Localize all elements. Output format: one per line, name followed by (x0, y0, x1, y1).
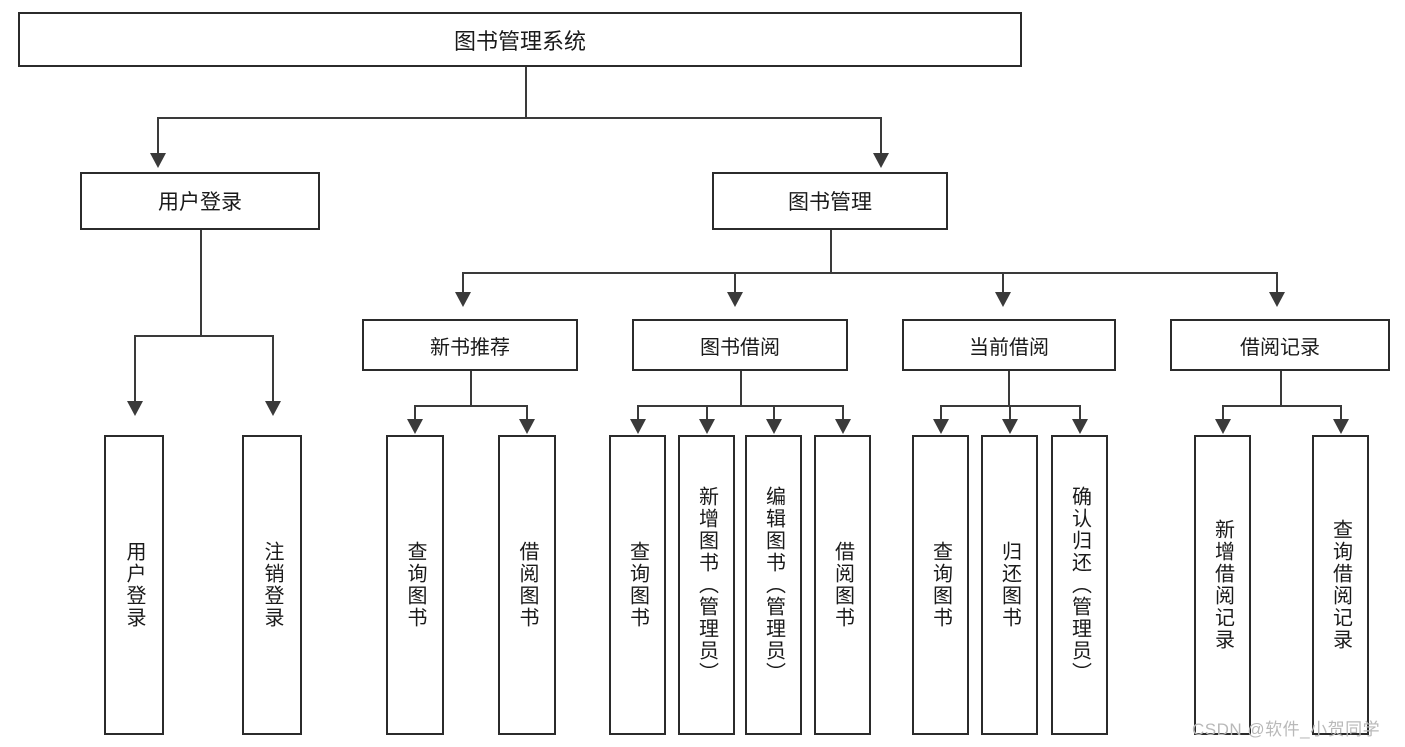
connector-cb-1 (940, 405, 942, 421)
connector-bb-2 (706, 405, 708, 421)
arrowhead-leaf-logout (265, 401, 281, 416)
node-label: 查询借阅记录 (1329, 519, 1352, 651)
leaf-bb-query-book[interactable]: 查询图书 (609, 435, 666, 735)
connector-to-new-book (462, 272, 464, 294)
node-label: 查询图书 (929, 541, 952, 629)
arrowhead-bb-add-book (699, 419, 715, 434)
arrowhead-bb-edit-book (766, 419, 782, 434)
connector-book-borrow-bar (637, 405, 842, 407)
connector-user-login-stem (200, 230, 202, 335)
arrowhead-nb-borrow-book (519, 419, 535, 434)
watermark-text: CSDN @软件_小贺同学 (1192, 720, 1381, 739)
connector-to-borrow-record (1276, 272, 1278, 294)
connector-to-book-borrow (734, 272, 736, 294)
arrowhead-nb-query-book (407, 419, 423, 434)
leaf-bb-add-book[interactable]: 新增图书（管理员） (678, 435, 735, 735)
leaf-bb-borrow-book[interactable]: 借阅图书 (814, 435, 871, 735)
node-label: 借阅图书 (831, 541, 854, 629)
node-label: 图书管理系统 (453, 28, 586, 54)
node-label: 新增图书（管理员） (695, 486, 718, 684)
connector-new-book-stem (470, 371, 472, 405)
leaf-nb-query-book[interactable]: 查询图书 (386, 435, 444, 735)
arrowhead-br-query-record (1333, 419, 1349, 434)
connector-cb-2 (1009, 405, 1011, 421)
node-label: 借阅记录 (1240, 336, 1320, 359)
arrowhead-cb-query-book (933, 419, 949, 434)
node-label: 查询图书 (404, 541, 426, 629)
node-root-system[interactable]: 图书管理系统 (18, 12, 1022, 67)
arrowhead-cb-confirm-return (1072, 419, 1088, 434)
connector-bb-1 (637, 405, 639, 421)
connector-to-user-login (157, 117, 159, 155)
connector-root-stem (525, 67, 527, 117)
node-new-book-recommend[interactable]: 新书推荐 (362, 319, 578, 371)
connector-borrow-record-stem (1280, 371, 1282, 405)
arrowhead-current-borrow (995, 292, 1011, 307)
connector-bb-4 (842, 405, 844, 421)
connector-to-current-borrow (1002, 272, 1004, 294)
connector-cb-3 (1079, 405, 1081, 421)
node-label: 注销登录 (261, 541, 283, 629)
node-label: 归还图书 (998, 541, 1021, 629)
arrowhead-leaf-user-login (127, 401, 143, 416)
connector-bb-3 (773, 405, 775, 421)
leaf-logout[interactable]: 注销登录 (242, 435, 302, 735)
connector-book-manage-stem (830, 230, 832, 272)
arrowhead-book-borrow (727, 292, 743, 307)
leaf-nb-borrow-book[interactable]: 借阅图书 (498, 435, 556, 735)
connector-br-2 (1340, 405, 1342, 421)
arrowhead-bb-query-book (630, 419, 646, 434)
node-label: 确认归还（管理员） (1068, 486, 1091, 684)
leaf-br-query-record[interactable]: 查询借阅记录 (1312, 435, 1369, 735)
node-label: 编辑图书（管理员） (762, 486, 785, 684)
connector-borrow-record-bar (1222, 405, 1340, 407)
connector-root-bar (157, 117, 882, 119)
connector-br-1 (1222, 405, 1224, 421)
connector-user-login-right (272, 335, 274, 403)
leaf-br-add-record[interactable]: 新增借阅记录 (1194, 435, 1251, 735)
leaf-cb-return-book[interactable]: 归还图书 (981, 435, 1038, 735)
node-book-borrow[interactable]: 图书借阅 (632, 319, 848, 371)
connector-new-book-left (414, 405, 416, 421)
arrowhead-user-login (150, 153, 166, 168)
node-label: 查询图书 (626, 541, 649, 629)
node-book-management[interactable]: 图书管理 (712, 172, 948, 230)
leaf-cb-query-book[interactable]: 查询图书 (912, 435, 969, 735)
node-current-borrow[interactable]: 当前借阅 (902, 319, 1116, 371)
node-label: 用户登录 (158, 191, 242, 214)
arrowhead-new-book (455, 292, 471, 307)
leaf-cb-confirm-return[interactable]: 确认归还（管理员） (1051, 435, 1108, 735)
connector-new-book-right (526, 405, 528, 421)
connector-current-borrow-stem (1008, 371, 1010, 405)
node-label: 图书借阅 (700, 336, 780, 359)
node-label: 用户登录 (123, 541, 145, 629)
node-label: 图书管理 (788, 191, 872, 214)
leaf-user-login[interactable]: 用户登录 (104, 435, 164, 735)
connector-user-login-bar (134, 335, 272, 337)
node-borrow-record[interactable]: 借阅记录 (1170, 319, 1390, 371)
node-label: 新增借阅记录 (1211, 519, 1234, 651)
connector-book-borrow-stem (740, 371, 742, 405)
arrowhead-book-manage (873, 153, 889, 168)
connector-new-book-bar (414, 405, 526, 407)
arrowhead-borrow-record (1269, 292, 1285, 307)
node-label: 借阅图书 (516, 541, 538, 629)
leaf-bb-edit-book[interactable]: 编辑图书（管理员） (745, 435, 802, 735)
node-label: 当前借阅 (969, 336, 1049, 359)
arrowhead-cb-return-book (1002, 419, 1018, 434)
connector-user-login-left (134, 335, 136, 403)
node-label: 新书推荐 (430, 336, 510, 359)
connector-to-book-manage (880, 117, 882, 155)
arrowhead-br-add-record (1215, 419, 1231, 434)
node-user-login[interactable]: 用户登录 (80, 172, 320, 230)
connector-book-manage-bar (462, 272, 1276, 274)
arrowhead-bb-borrow-book (835, 419, 851, 434)
